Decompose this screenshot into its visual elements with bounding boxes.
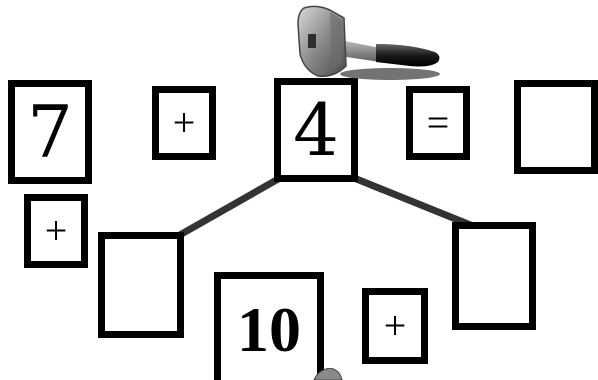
bottom-plus-box: + bbox=[362, 288, 428, 364]
second-number: 4 bbox=[293, 88, 339, 172]
hammer-partial-icon bbox=[313, 368, 343, 380]
bottom-plus-sign: + bbox=[383, 303, 407, 348]
plus-sign-box: + bbox=[152, 86, 216, 160]
equals-sign: = bbox=[426, 100, 450, 145]
ten-box: 10 bbox=[214, 272, 324, 380]
left-part-box[interactable] bbox=[98, 232, 184, 338]
right-part-box[interactable] bbox=[452, 222, 536, 330]
first-number: 7 bbox=[27, 90, 73, 174]
equals-sign-box: = bbox=[406, 86, 470, 160]
branch-line-left bbox=[174, 174, 284, 240]
result-box[interactable] bbox=[514, 80, 598, 174]
hammer-icon[interactable] bbox=[290, 4, 446, 84]
second-number-box: 4 bbox=[274, 78, 358, 182]
plus-sign: + bbox=[172, 100, 196, 145]
first-number-box: 7 bbox=[8, 80, 92, 184]
left-plus-sign: + bbox=[44, 208, 68, 253]
ten-value: 10 bbox=[237, 293, 301, 365]
left-plus-box: + bbox=[24, 194, 88, 268]
branch-line-right bbox=[350, 174, 482, 232]
